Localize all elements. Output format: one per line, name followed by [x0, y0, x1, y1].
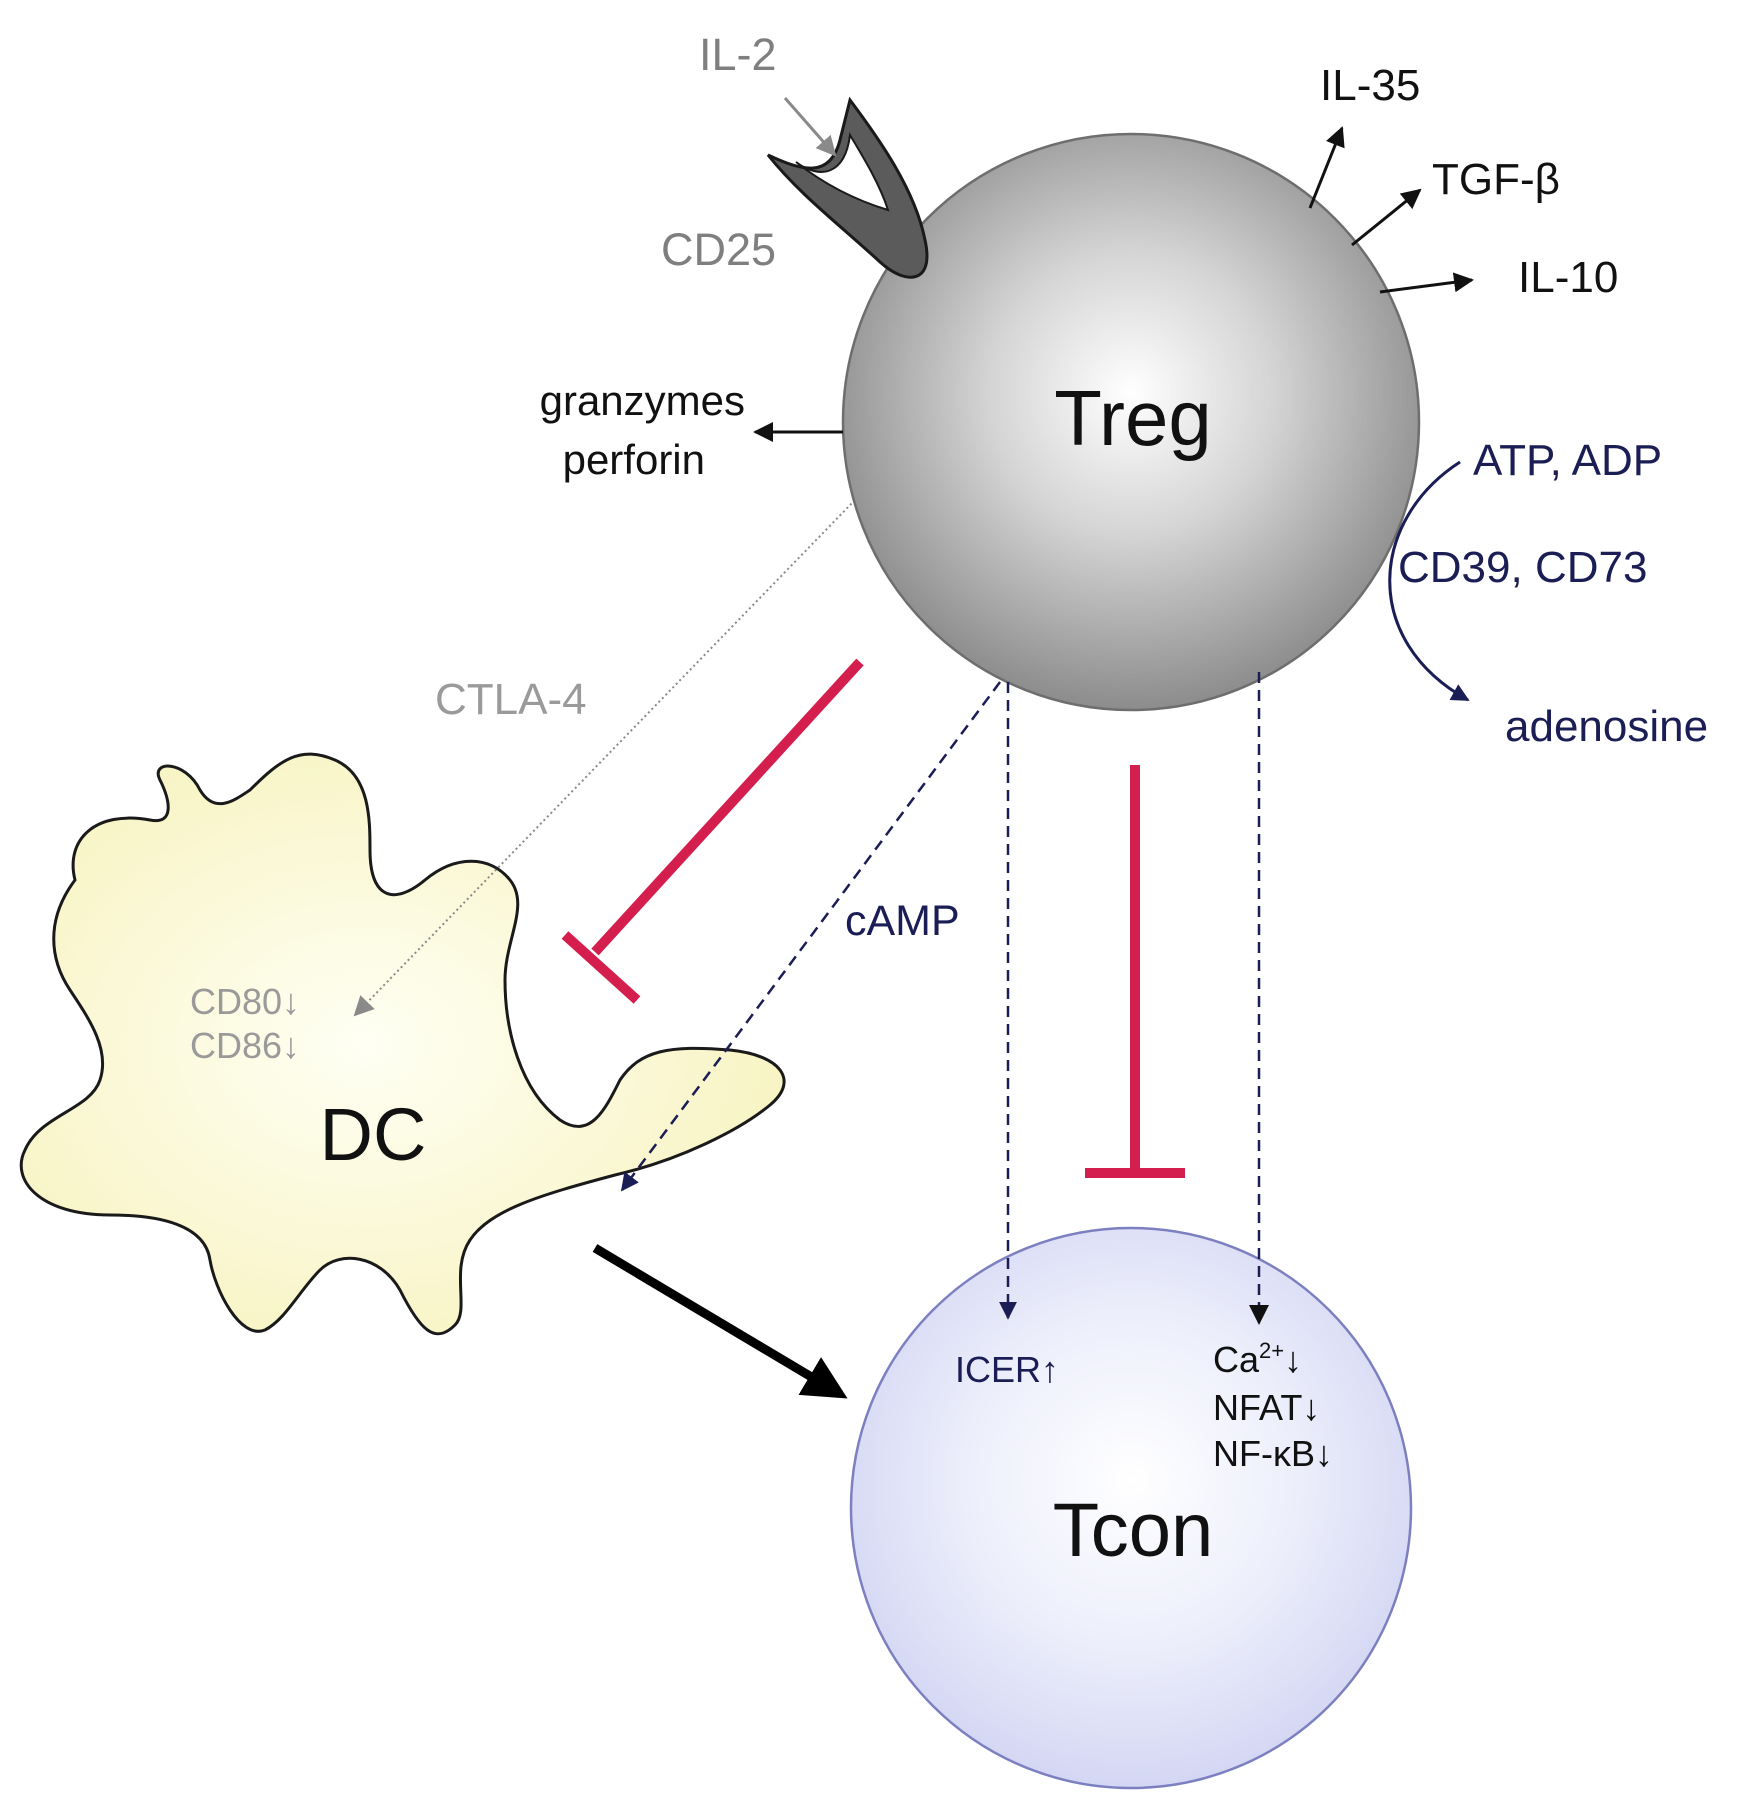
ca-arrow: ↓: [1284, 1339, 1302, 1380]
nfat-label: NFAT↓: [1213, 1387, 1320, 1428]
il2-label: IL-2: [699, 29, 777, 80]
camp-to-dc-arrow: [620, 681, 1002, 1192]
il10-arrow: [1379, 272, 1474, 294]
dc-to-tcon-arrow: [592, 1244, 848, 1399]
nfkb-label: NF-κB↓: [1213, 1433, 1333, 1474]
tcon-cell-body: [849, 1226, 1413, 1790]
cd25-receptor-inner: [795, 132, 890, 212]
granzymes-label: granzymes: [540, 377, 745, 424]
dc-label: DC: [320, 1093, 427, 1176]
perforin-label: perforin: [563, 436, 705, 483]
tgfb-arrow: [1351, 188, 1422, 247]
atp-conversion-arrow: [1388, 460, 1470, 702]
inhibit-tcon-symbol: [1085, 765, 1185, 1178]
treg-cell-body: [841, 132, 1421, 712]
adenosine-label: adenosine: [1505, 702, 1708, 751]
treg-label: Treg: [1054, 374, 1212, 462]
tcon-label: Tcon: [1053, 1488, 1214, 1573]
ca-base: Ca: [1213, 1339, 1260, 1380]
camp-label: cAMP: [845, 897, 960, 945]
atp-adp-label: ATP, ADP: [1473, 436, 1662, 485]
il35-label: IL-35: [1320, 61, 1420, 110]
il10-label: IL-10: [1518, 253, 1618, 302]
cd86-label: CD86↓: [190, 1025, 300, 1066]
cd25-label: CD25: [661, 224, 776, 275]
cd39-cd73-label: CD39, CD73: [1398, 543, 1647, 592]
tgfb-label: TGF-β: [1432, 155, 1560, 204]
ca-superscript: 2+: [1259, 1338, 1284, 1363]
icer-label: ICER↑: [955, 1349, 1059, 1390]
dc-cell-body: [19, 752, 786, 1336]
ca-label: Ca2+↓: [1213, 1338, 1302, 1380]
il35-arrow: [1308, 126, 1345, 209]
inhibit-dc-symbol: [561, 658, 864, 1004]
il2-arrow: [783, 97, 837, 157]
ctla4-label: CTLA-4: [435, 675, 587, 724]
cd80-label: CD80↓: [190, 981, 300, 1022]
